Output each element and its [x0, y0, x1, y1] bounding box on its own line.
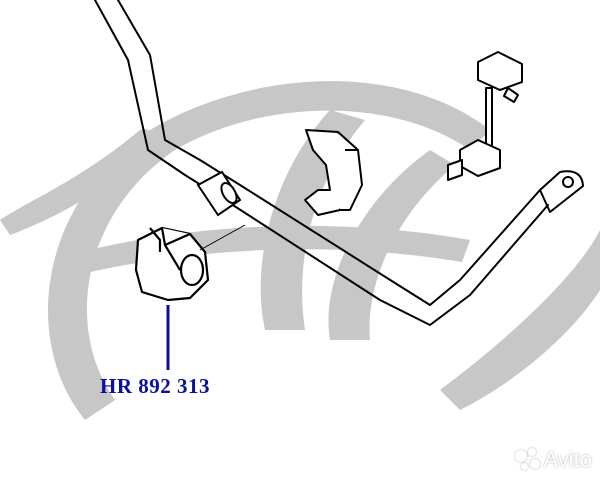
- avito-text: Avito: [543, 447, 592, 472]
- part-bushing: [134, 226, 210, 302]
- stabilizer-link: [447, 51, 523, 181]
- mounting-bracket: [304, 129, 363, 216]
- avito-watermark: Avito: [515, 447, 592, 473]
- bar-bushing: [196, 170, 242, 217]
- avito-logo-icon: [515, 448, 541, 472]
- centre-line: [199, 224, 246, 251]
- brand-logo-watermark: [0, 81, 600, 420]
- part-number-label: HR 892 313: [100, 374, 210, 398]
